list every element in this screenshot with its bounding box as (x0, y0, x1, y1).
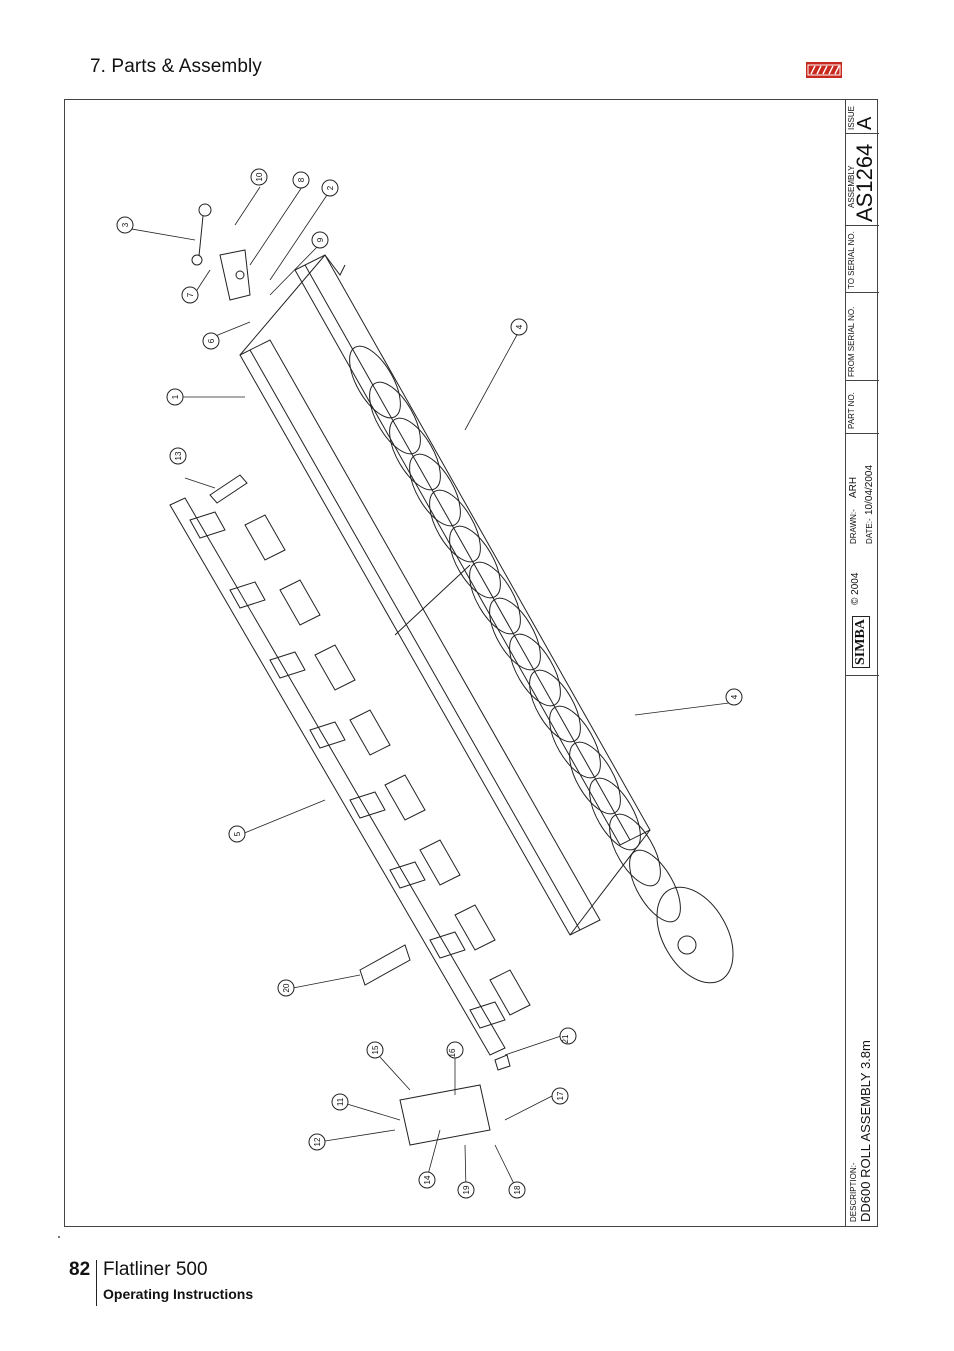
roller-discs (349, 345, 734, 984)
callout-15: 15 (366, 1041, 384, 1059)
callout-11: 11 (331, 1093, 349, 1111)
svg-text:19: 19 (462, 1185, 471, 1194)
svg-text:4: 4 (515, 324, 524, 329)
callout-12: 12 (308, 1133, 326, 1151)
callout-21: 21 (559, 1027, 577, 1045)
to-serial-label: TO SERIAL NO. (847, 231, 856, 289)
svg-text:12: 12 (313, 1137, 322, 1146)
date-value: 10/04/2004 (864, 464, 875, 515)
tine-bar (169, 497, 531, 1056)
svg-text:15: 15 (371, 1045, 380, 1054)
callout-14: 14 (418, 1171, 436, 1189)
callout-4a: 4 (510, 318, 528, 336)
product-name: Flatliner 500 (103, 1259, 208, 1280)
document-type: Operating Instructions (103, 1286, 254, 1302)
callout-8: 8 (292, 171, 310, 189)
svg-text:17: 17 (556, 1091, 565, 1100)
top-linkage (191, 203, 251, 301)
svg-text:7: 7 (186, 292, 195, 297)
part-20 (359, 944, 411, 986)
description-value: DD600 ROLL ASSEMBLY 3.8m (858, 1040, 873, 1222)
callout-7: 7 (181, 286, 199, 304)
callout-3: 3 (116, 216, 134, 234)
callout-10: 10 (250, 168, 268, 186)
simba-logo-icon (806, 62, 842, 78)
callout-markers: 1 2 3 4 4 5 6 7 8 9 10 11 12 13 14 15 16… (116, 168, 743, 1199)
drawn-label: DRAWN:- (849, 509, 858, 544)
roll-assembly-drawing: 1 2 3 4 4 5 6 7 8 9 10 11 12 13 14 15 16… (116, 168, 743, 1199)
svg-text:5: 5 (233, 831, 242, 836)
part-21 (494, 1054, 511, 1071)
drawn-value: ARH (848, 476, 859, 498)
copyright: © 2004 (850, 572, 861, 605)
callout-2: 2 (321, 179, 339, 197)
svg-text:20: 20 (282, 983, 291, 992)
assembly-number: AS1264 (852, 143, 877, 222)
svg-text:13: 13 (174, 451, 183, 460)
part-13 (209, 474, 248, 504)
issue-value: A (854, 116, 876, 130)
callout-9: 9 (311, 231, 329, 249)
svg-text:14: 14 (423, 1175, 432, 1184)
description-label: DESCRIPTION:- (849, 1162, 858, 1222)
svg-text:2: 2 (326, 185, 335, 190)
callout-19: 19 (457, 1181, 475, 1199)
callout-13: 13 (169, 447, 187, 465)
svg-text:8: 8 (297, 177, 306, 182)
callout-20: 20 (277, 979, 295, 997)
svg-text:6: 6 (207, 338, 216, 343)
callout-1: 1 (166, 388, 184, 406)
footer-divider (96, 1260, 97, 1306)
callout-18: 18 (508, 1181, 526, 1199)
callout-5: 5 (228, 825, 246, 843)
leader-lines (125, 186, 730, 1191)
svg-text:4: 4 (730, 694, 739, 699)
svg-text:16: 16 (448, 1048, 457, 1057)
part-14-bracket (399, 1084, 491, 1146)
title-block: ISSUE A ASSEMBLY AS1264 TO SERIAL NO. FR… (845, 100, 879, 1226)
page-number: 82 (69, 1259, 91, 1280)
callout-17: 17 (551, 1087, 569, 1105)
callout-4b: 4 (725, 688, 743, 706)
svg-text:1: 1 (171, 394, 180, 399)
date-label: DATE:- (865, 518, 874, 544)
scan-dot (58, 1236, 60, 1238)
callout-6: 6 (202, 332, 220, 350)
simba-brand-logo: SIMBA (852, 616, 870, 668)
section-title: 7. Parts & Assembly (90, 56, 262, 77)
svg-text:9: 9 (316, 237, 325, 242)
svg-text:3: 3 (121, 222, 130, 227)
from-serial-label: FROM SERIAL NO. (847, 306, 856, 377)
svg-text:11: 11 (336, 1097, 345, 1106)
svg-text:10: 10 (255, 172, 264, 181)
frame-beam (239, 254, 651, 936)
svg-text:18: 18 (513, 1185, 522, 1194)
svg-text:21: 21 (561, 1034, 570, 1043)
part-no-label: PART NO. (847, 392, 856, 429)
callout-16: 16 (446, 1041, 464, 1059)
drawing-frame (64, 99, 878, 1227)
